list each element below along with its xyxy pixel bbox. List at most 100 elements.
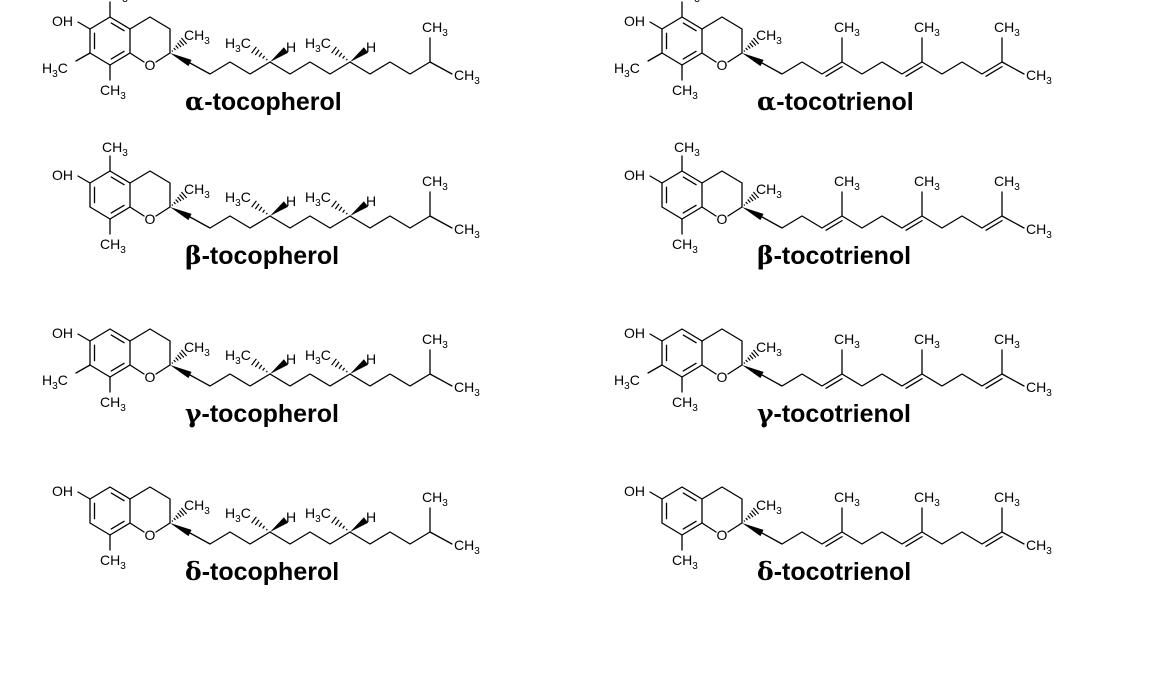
alpha-tocotrienol: OOHCH3H3CCH3CH3CH3CH3CH3CH3α-tocotrienol [614,0,1052,116]
c2-methyl-label: CH3 [184,339,210,359]
methyl-7-label: H3C [614,60,640,80]
pyran-ring [701,328,743,366]
chiral-methyl-label: H3C [305,505,331,525]
chiral-h-wedge [270,359,289,374]
c2-methyl-hash [743,507,760,522]
phytyl-chain [189,61,431,75]
hydroxyl-bond [649,21,663,30]
pyran-ring [129,170,171,208]
methyl-8-label: CH3 [672,236,698,256]
side-chain-wedge [742,365,764,379]
chiral-methyl-hash [251,200,268,215]
aromatic-ring [661,328,703,378]
chiral-hydrogen-label: H [366,351,376,367]
methyl-7-label: H3C [42,372,68,392]
c2-methyl-hash [171,507,188,522]
methyl-5-label: CH3 [102,139,128,159]
terminal-methyl-bond [1001,531,1025,545]
chain-double-bond [985,535,1003,547]
side-chain-wedge [170,365,192,379]
chiral-h-wedge [270,517,289,532]
aromatic-double-bond [110,334,125,344]
terminal-methyl-bond [429,215,453,229]
aromatic-double-bond [682,50,697,60]
chiral-methyl-hash [251,46,268,61]
hydroxyl-label: OH [52,167,73,183]
isoprenoid-chain [761,61,1003,75]
chiral-h-wedge [350,47,369,62]
chain-methyl-label: CH3 [834,19,860,39]
chain-double-bond [825,377,843,389]
hydroxyl-label: OH [624,325,645,341]
aromatic-double-bond [682,176,697,186]
side-chain-wedge [742,207,764,221]
chiral-h-wedge [270,201,289,216]
methyl-7-bond [647,52,663,62]
side-chain-wedge [170,53,192,67]
pyran-ring [129,486,171,524]
ring-oxygen-label: O [717,369,728,385]
terminal-methyl-bond [429,61,453,75]
chiral-methyl-label: H3C [305,347,331,367]
methyl-8-label: CH3 [100,236,126,256]
ring-oxygen-label: O [717,57,728,73]
chain-methyl-label: CH3 [834,173,860,193]
alpha-tocopherol: OOHCH3H3CCH3CH3HH3CHH3CCH3CH3α-tocophero… [42,0,480,116]
chiral-hydrogen-label: H [286,351,296,367]
chiral-methyl-label: H3C [305,189,331,209]
pyran-ring [701,170,743,208]
aromatic-double-bond [682,492,697,502]
pyran-ring [701,206,717,217]
aromatic-double-bond [110,492,125,502]
c2-methyl-hash [743,349,760,364]
chiral-hydrogen-label: H [286,509,296,525]
c2-methyl-label: CH3 [184,497,210,517]
chain-double-bond [905,377,923,389]
methyl-8-label: CH3 [100,552,126,572]
c2-methyl-hash [171,349,188,364]
terminal-methyl-bond [1001,373,1025,387]
chain-double-bond [985,219,1003,231]
chiral-methyl-hash [331,516,348,531]
chiral-hydrogen-label: H [366,509,376,525]
pyran-ring [701,522,717,533]
pyran-ring [701,364,717,375]
phytyl-chain [189,531,431,545]
c2-methyl-label: CH3 [184,27,210,47]
pyran-ring [701,52,717,63]
ring-oxygen-label: O [145,57,156,73]
chain-double-bond [985,377,1003,389]
c2-methyl-hash [743,191,760,206]
terminal-methyl-label: CH3 [454,537,480,557]
c2-methyl-label: CH3 [184,181,210,201]
aromatic-ring [89,16,131,66]
chain-double-bond [905,535,923,547]
aromatic-double-bond [682,334,697,344]
isoprenoid-chain [761,215,1003,229]
chiral-h-wedge [350,201,369,216]
pyran-ring [155,52,171,63]
phytyl-chain [189,215,431,229]
compound-name: δ-tocotrienol [757,557,911,586]
compound-name: γ-tocotrienol [757,399,911,428]
aromatic-double-bond [110,362,125,372]
compound-name: β-tocotrienol [757,241,911,270]
c2-methyl-hash [743,37,760,52]
ring-oxygen-label: O [145,527,156,543]
aromatic-double-bond [682,22,697,32]
hydroxyl-bond [77,175,91,184]
chiral-hydrogen-label: H [366,193,376,209]
aromatic-double-bond [110,520,125,530]
methyl-7-label: H3C [42,60,68,80]
hydroxyl-label: OH [624,483,645,499]
aromatic-double-bond [110,50,125,60]
pyran-ring [129,522,145,533]
chain-methyl-label: CH3 [914,173,940,193]
terminal-methyl-bond [1001,61,1025,75]
